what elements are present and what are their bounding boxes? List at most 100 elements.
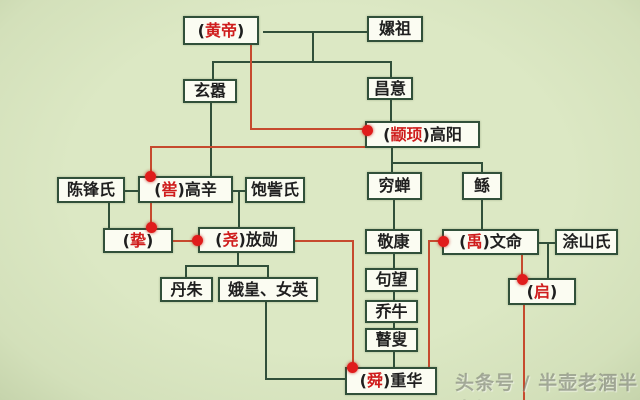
succession-line [352, 240, 354, 366]
node-text: )文命 [482, 232, 522, 251]
succession-line [250, 45, 252, 128]
emperor-name: 挚 [129, 230, 146, 250]
lineage-line [212, 61, 214, 79]
node-changyi: 昌意 [367, 77, 413, 100]
emperor-name: 舜 [366, 371, 383, 390]
node-text: 陈锋氏 [66, 180, 115, 199]
node-text: )放勋 [238, 230, 278, 249]
emperor-name: 尧 [222, 230, 239, 249]
node-text: 娥皇、女英 [227, 279, 308, 299]
lineage-line [481, 200, 483, 229]
succession-line [428, 240, 430, 367]
node-juwang: 句望 [365, 268, 418, 292]
lineage-line [547, 242, 549, 278]
node-leizu: 嫘祖 [367, 16, 423, 42]
succession-line [150, 203, 152, 226]
watermark: 头条号 / 半壶老酒半支烟 [455, 372, 639, 400]
emperor-name: 禹 [466, 232, 483, 251]
lineage-line [393, 292, 395, 300]
succession-dot [145, 221, 157, 233]
node-ehuang-nuying: 娥皇、女英 [218, 277, 318, 302]
lineage-line [237, 253, 239, 265]
node-text: )高辛 [177, 179, 217, 199]
succession-line [523, 305, 525, 400]
lineage-line [391, 162, 481, 164]
node-text: 鲧 [473, 176, 490, 195]
node-gusou: 瞽叟 [365, 328, 418, 352]
node-text: 饱訾氏 [250, 180, 299, 199]
node-gun: 鲧 [462, 172, 502, 200]
succession-line [521, 255, 523, 278]
node-text: ( [122, 230, 130, 250]
lineage-line [481, 162, 483, 172]
node-qiongchan: 穷蝉 [367, 172, 422, 200]
succession-dot [361, 124, 373, 136]
node-text: 乔牛 [375, 301, 408, 321]
node-text: 敬康 [377, 231, 410, 251]
lineage-line [210, 103, 212, 176]
node-qiaoniu: 乔牛 [365, 300, 418, 323]
node-text: ( [359, 371, 367, 390]
node-text: 玄嚣 [193, 81, 226, 100]
node-text: )高阳 [422, 124, 462, 144]
succession-dot [437, 235, 449, 247]
node-xuanxiao: 玄嚣 [183, 79, 237, 103]
lineage-line [390, 100, 392, 121]
lineage-line [108, 203, 110, 228]
lineage-line [312, 31, 314, 61]
succession-dot [191, 234, 203, 246]
node-huangdi: (黄帝) [183, 16, 259, 45]
lineage-line [265, 378, 345, 380]
node-text: ( [383, 124, 391, 144]
lineage-line [185, 265, 267, 267]
node-text: ( [215, 230, 223, 249]
lineage-line [267, 265, 269, 277]
node-jingkang: 敬康 [365, 229, 422, 254]
succession-line [173, 240, 197, 242]
node-text: ( [526, 281, 534, 301]
lineage-line [391, 148, 393, 162]
lineage-line [238, 190, 240, 227]
succession-line [250, 128, 366, 130]
lineage-line [390, 61, 392, 77]
node-text: ( [154, 179, 162, 199]
node-shun: (舜)重华 [345, 367, 437, 395]
node-ku: (喾)高辛 [138, 176, 233, 203]
succession-dot [346, 361, 358, 373]
node-text: ) [237, 20, 245, 40]
node-danzhu: 丹朱 [160, 277, 213, 302]
succession-line [428, 240, 443, 242]
node-text: 嫘祖 [378, 19, 411, 38]
node-zhi: (挚) [103, 228, 173, 253]
lineage-line [393, 323, 395, 328]
succession-line [150, 146, 365, 148]
lineage-line [125, 190, 138, 192]
node-text: ( [459, 232, 467, 251]
lineage-line [393, 352, 395, 367]
node-text: 穷蝉 [378, 176, 411, 195]
node-baozishi: 饱訾氏 [245, 177, 305, 203]
node-text: ( [197, 20, 205, 40]
emperor-name: 颛顼 [390, 124, 423, 144]
node-text: 句望 [375, 270, 408, 289]
lineage-line [391, 162, 393, 172]
node-tushanshi: 涂山氏 [555, 229, 618, 255]
node-text: 丹朱 [170, 279, 203, 299]
lineage-line [393, 254, 395, 268]
node-yu: (禹)文命 [442, 229, 539, 255]
node-text: ) [146, 230, 154, 250]
emperor-name: 黄帝 [204, 20, 237, 40]
node-text: 昌意 [373, 78, 406, 98]
lineage-line [265, 302, 267, 378]
lineage-line [212, 61, 390, 63]
lineage-line [393, 200, 395, 229]
node-yao: (尧)放勋 [198, 227, 295, 253]
node-text: 瞽叟 [375, 330, 408, 349]
lineage-line [263, 31, 367, 33]
succession-line [295, 240, 352, 242]
node-text: )重华 [383, 371, 423, 390]
lineage-line [185, 265, 187, 277]
succession-dot [144, 170, 156, 182]
node-chenfengshi: 陈锋氏 [57, 177, 125, 203]
